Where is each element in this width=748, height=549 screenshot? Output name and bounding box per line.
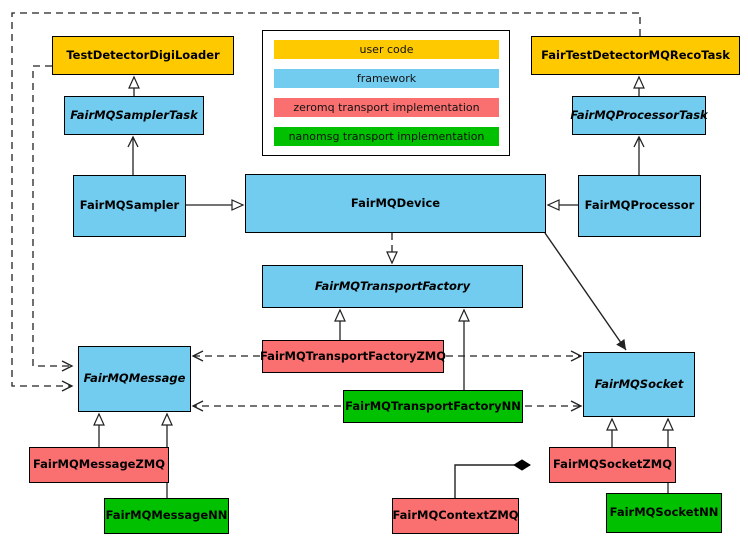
- edge-digiloader-to-message: [32, 65, 74, 372]
- class-node-fairmqdevice[interactable]: FairMQDevice: [245, 174, 546, 233]
- class-node-fairmqsampler[interactable]: FairMQSampler: [73, 175, 186, 237]
- class-node-fairmqprocessor[interactable]: FairMQProcessor: [578, 175, 701, 237]
- legend: user code framework zeromq transport imp…: [262, 30, 510, 156]
- class-label: FairMQContextZMQ: [392, 508, 519, 523]
- class-label: FairMQMessage: [83, 371, 186, 386]
- class-label: FairMQMessageZMQ: [32, 457, 166, 472]
- class-node-fairmqtransportfactorynn[interactable]: FairMQTransportFactoryNN: [343, 390, 523, 423]
- class-node-fairtestdetectormqrecotask[interactable]: FairTestDetectorMQRecoTask: [531, 36, 740, 75]
- class-label: FairMQSocket: [594, 376, 684, 391]
- legend-item-framework: framework: [274, 69, 499, 88]
- class-label: FairMQSampler: [79, 198, 180, 213]
- legend-label-nanomsg: nanomsg transport implementation: [288, 130, 485, 143]
- class-node-fairmqsocket[interactable]: FairMQSocket: [583, 352, 695, 417]
- legend-label-zeromq: zeromq transport implementation: [293, 101, 480, 114]
- class-node-fairmqprocessortask[interactable]: FairMQProcessorTask: [570, 96, 708, 135]
- class-label: FairMQSocketNN: [609, 505, 719, 520]
- edge-recotask-to-message: [11, 12, 641, 392]
- class-node-fairmqmessage[interactable]: FairMQMessage: [78, 346, 191, 412]
- legend-label-user-code: user code: [359, 43, 414, 56]
- legend-item-zeromq: zeromq transport implementation: [274, 98, 499, 117]
- class-label: FairMQProcessor: [584, 198, 695, 213]
- legend-label-framework: framework: [356, 72, 417, 85]
- class-label: TestDetectorDigiLoader: [66, 47, 220, 62]
- class-label: FairMQSocketZMQ: [553, 457, 672, 472]
- edge-contextzmq-to-socketzmq: [454, 459, 531, 498]
- class-node-fairmqsocketnn[interactable]: FairMQSocketNN: [606, 493, 722, 533]
- class-label: FairMQProcessorTask: [570, 107, 708, 122]
- class-label: FairMQTransportFactory: [314, 278, 471, 293]
- class-node-testdetectordigiloader[interactable]: TestDetectorDigiLoader: [52, 36, 234, 75]
- class-node-fairmqmessagezmq[interactable]: FairMQMessageZMQ: [29, 447, 169, 483]
- class-node-fairmqcontextzmq[interactable]: FairMQContextZMQ: [392, 498, 519, 534]
- class-node-fairmqtransportfactoryzmq[interactable]: FairMQTransportFactoryZMQ: [260, 340, 447, 373]
- legend-item-user-code: user code: [274, 40, 499, 59]
- legend-item-nanomsg: nanomsg transport implementation: [274, 127, 499, 146]
- class-node-fairmqsamplertask[interactable]: FairMQSamplerTask: [64, 96, 204, 135]
- class-label: FairMQTransportFactoryZMQ: [260, 348, 447, 363]
- class-label: FairTestDetectorMQRecoTask: [541, 47, 730, 62]
- class-node-fairmqmessagenn[interactable]: FairMQMessageNN: [104, 498, 229, 534]
- class-label: FairMQTransportFactoryNN: [345, 398, 521, 413]
- class-node-fairmqsocketzmq[interactable]: FairMQSocketZMQ: [549, 447, 676, 483]
- class-node-fairmqtransportfactory[interactable]: FairMQTransportFactory: [262, 265, 523, 308]
- class-label: FairMQSamplerTask: [70, 107, 198, 122]
- edge-device-to-socket: [544, 232, 627, 351]
- class-label: FairMQDevice: [350, 195, 441, 210]
- class-label: FairMQMessageNN: [105, 508, 228, 523]
